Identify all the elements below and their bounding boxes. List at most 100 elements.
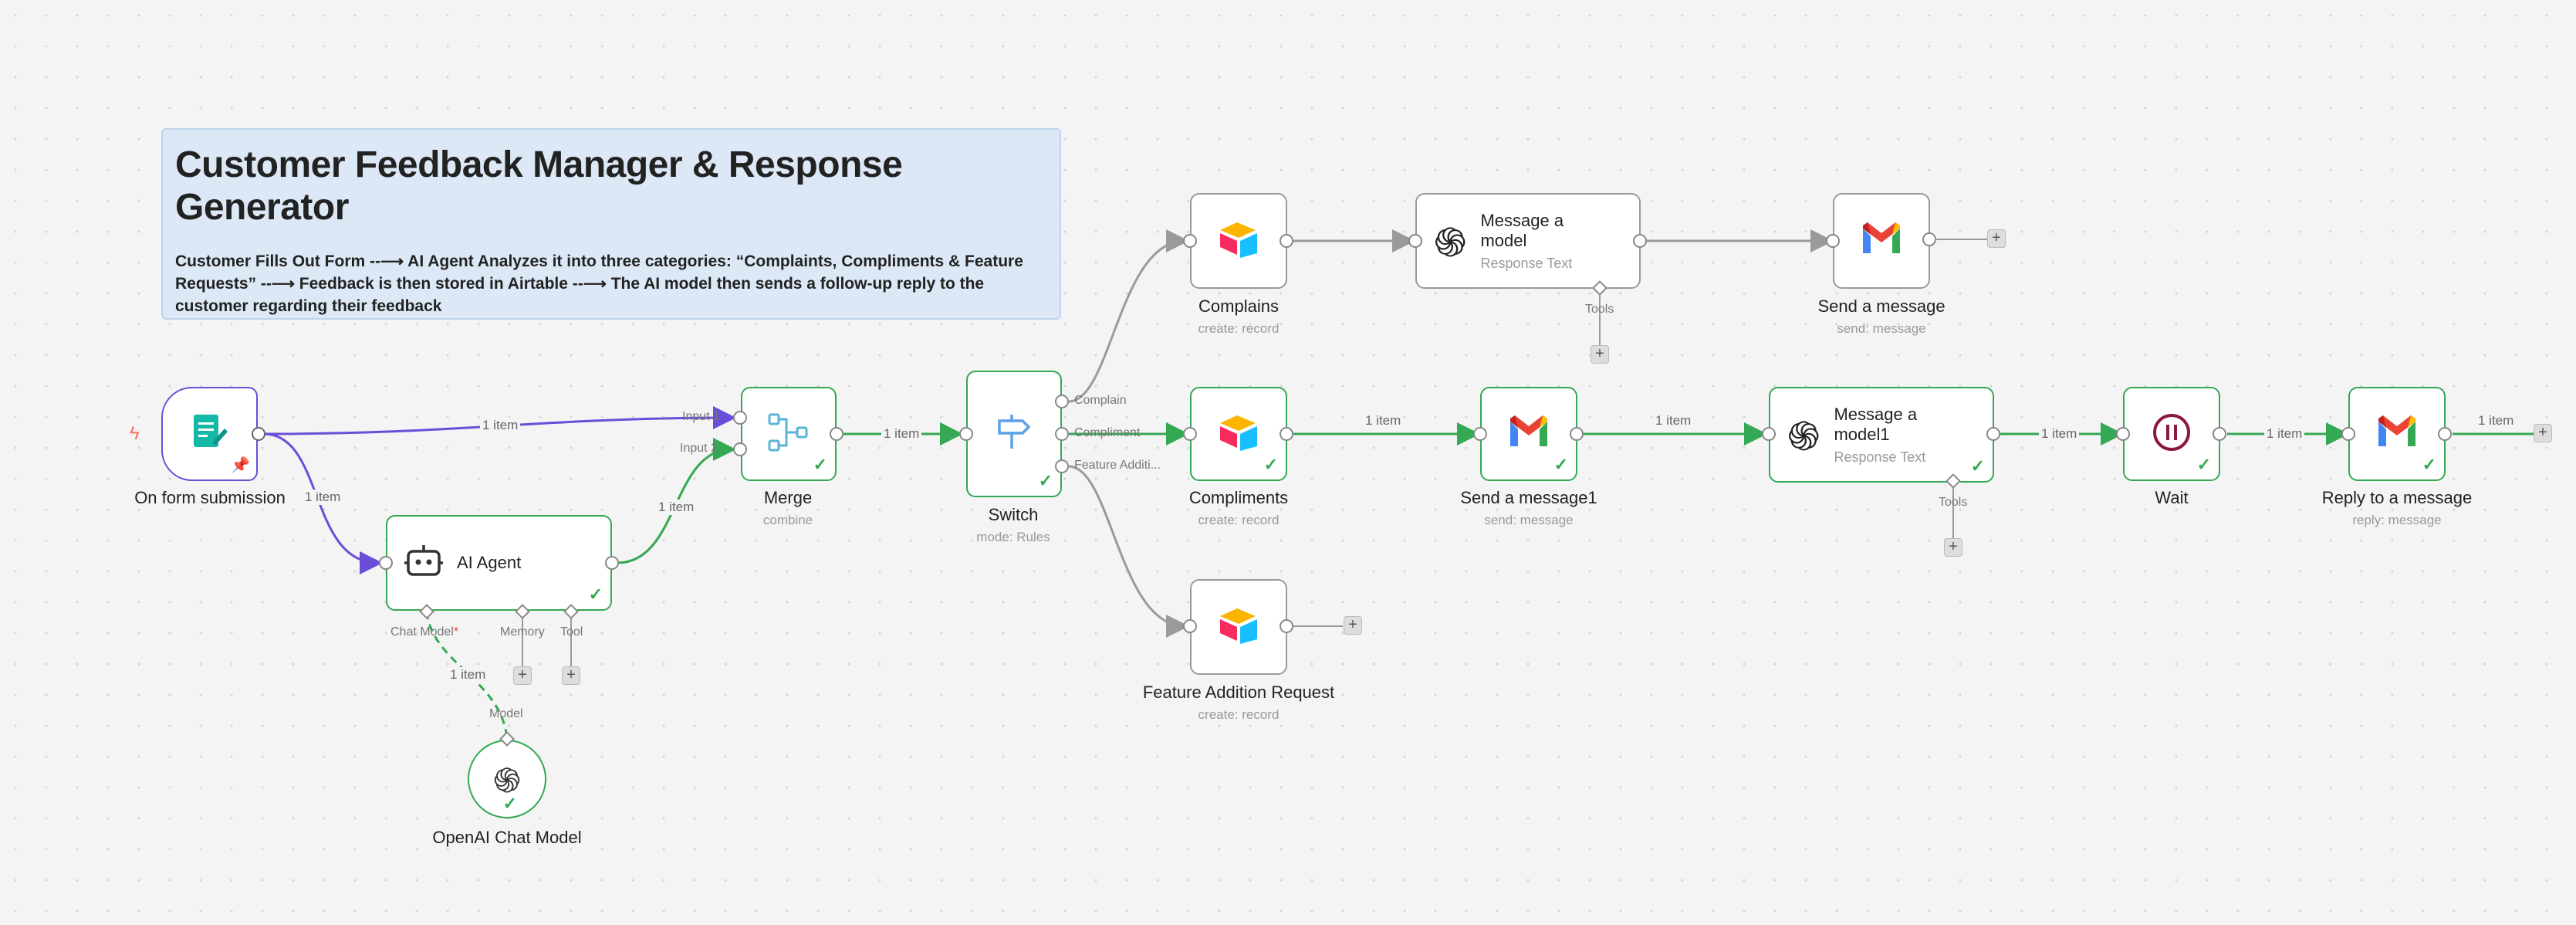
success-check-icon: ✓ (1263, 455, 1278, 474)
compliments-input-port[interactable] (1183, 427, 1197, 441)
message-model1-tools-label: Tools (1939, 496, 1968, 509)
edge-label: 1 item (1363, 413, 1404, 429)
switch-output-complain-port[interactable] (1055, 395, 1069, 408)
edge-label: 1 item (881, 426, 922, 442)
tool-handle-label: Tool (560, 625, 583, 639)
node-ai-agent[interactable]: AI Agent ✓ (386, 515, 612, 611)
sticky-title: Customer Feedback Manager & Response Gen… (175, 144, 903, 228)
message-model1-input-port[interactable] (1762, 427, 1776, 441)
send-message1-output-port[interactable] (1570, 427, 1584, 441)
openai-icon: ֍ (493, 762, 521, 800)
compliments-output-port[interactable] (1280, 427, 1293, 441)
agent-title: AI Agent (457, 553, 522, 572)
model-handle-label: Model (489, 707, 523, 720)
airtable-icon (1217, 221, 1260, 262)
merge-input1-port[interactable] (733, 411, 747, 425)
merge-input2-port[interactable] (733, 442, 747, 456)
node-complains[interactable] (1190, 193, 1287, 289)
message-model1-title: Message a model1 (1834, 404, 1918, 444)
add-tool-button[interactable]: + (1944, 538, 1962, 557)
trigger-bolt-icon: ϟ (130, 423, 140, 444)
edge-label: 1 item (2039, 426, 2080, 442)
message-model-input-port[interactable] (1408, 234, 1422, 248)
switch-input-port[interactable] (959, 427, 973, 441)
send-message1-input-port[interactable] (1473, 427, 1487, 441)
success-check-icon: ✓ (588, 584, 603, 604)
add-memory-button[interactable]: + (513, 666, 532, 685)
feature-output-port[interactable] (1280, 619, 1293, 633)
form-label: On form submission (134, 488, 286, 507)
reply-output-port[interactable] (2438, 427, 2452, 441)
success-check-icon: ✓ (813, 455, 827, 474)
openai-icon: ֍ (1434, 220, 1467, 266)
switch-output-compliment-port[interactable] (1055, 427, 1069, 441)
complains-input-port[interactable] (1183, 234, 1197, 248)
node-message-model1[interactable]: ֍ Message a model1 Response Text ✓ (1769, 387, 1994, 483)
node-merge[interactable]: ✓ (741, 387, 837, 481)
sticky-note[interactable]: Customer Feedback Manager & Response Gen… (161, 128, 1061, 320)
node-openai-chat-model[interactable]: ֍ ✓ (468, 740, 546, 818)
edge-label: 1 item (2264, 426, 2305, 442)
send-message-output-port[interactable] (1922, 232, 1936, 246)
node-reply-message[interactable]: ✓ (2348, 387, 2446, 481)
switch-compliment-label: Compliment (1074, 426, 1141, 439)
gmail-icon (2375, 415, 2419, 453)
node-form-submission[interactable]: 📌 (161, 387, 258, 481)
message-model-output-port[interactable] (1633, 234, 1647, 248)
success-check-icon: ✓ (2196, 455, 2211, 474)
feature-input-port[interactable] (1183, 619, 1197, 633)
node-message-model[interactable]: ֍ Message a model Response Text (1415, 193, 1641, 289)
form-icon (191, 413, 229, 456)
add-node-button[interactable]: + (1344, 616, 1362, 635)
airtable-icon (1217, 414, 1260, 455)
add-node-button[interactable]: + (2534, 424, 2552, 442)
add-tool-button[interactable]: + (562, 666, 580, 685)
edge-label: 1 item (656, 500, 697, 515)
add-tool-button[interactable]: + (1591, 345, 1609, 364)
edge-chatmodel (425, 611, 509, 740)
success-check-icon: ✓ (502, 794, 517, 813)
switch-feature-label: Feature Additi... (1074, 459, 1161, 472)
wait-input-port[interactable] (2116, 427, 2130, 441)
robot-icon (404, 544, 443, 583)
message-model-subtitle: Response Text (1480, 255, 1573, 271)
agent-input-port[interactable] (379, 556, 393, 570)
gmail-icon (1860, 222, 1903, 260)
node-send-message[interactable] (1833, 193, 1930, 289)
success-check-icon: ✓ (1970, 456, 1985, 476)
node-send-message1[interactable]: ✓ (1480, 387, 1577, 481)
node-compliments[interactable]: ✓ (1190, 387, 1287, 481)
agent-output-port[interactable] (605, 556, 619, 570)
node-feature-request[interactable] (1190, 579, 1287, 675)
node-switch[interactable]: ✓ (966, 371, 1062, 497)
complains-output-port[interactable] (1280, 234, 1293, 248)
merge-output-port[interactable] (830, 427, 843, 441)
switch-output-feature-port[interactable] (1055, 459, 1069, 473)
airtable-icon (1217, 607, 1260, 648)
success-check-icon: ✓ (1038, 471, 1053, 490)
add-node-button[interactable]: + (1987, 229, 2006, 248)
edge-label: 1 item (448, 667, 488, 683)
form-output-port[interactable] (252, 427, 265, 441)
node-wait[interactable]: ✓ (2123, 387, 2220, 481)
send-message-input-port[interactable] (1826, 234, 1840, 248)
message-model1-output-port[interactable] (1986, 427, 2000, 441)
wait-label: Wait (2155, 488, 2189, 507)
openai-chat-label: OpenAI Chat Model (432, 828, 582, 847)
reply-input-port[interactable] (2341, 427, 2355, 441)
pause-icon (2152, 412, 2192, 456)
signpost-icon (995, 413, 1033, 456)
edge-label: 1 item (303, 490, 343, 505)
wait-output-port[interactable] (2213, 427, 2226, 441)
success-check-icon: ✓ (1553, 455, 1568, 474)
gmail-icon (1507, 415, 1550, 453)
merge-input1-label: Input 1 (682, 410, 720, 423)
merge-input2-label: Input 2 (680, 442, 718, 455)
